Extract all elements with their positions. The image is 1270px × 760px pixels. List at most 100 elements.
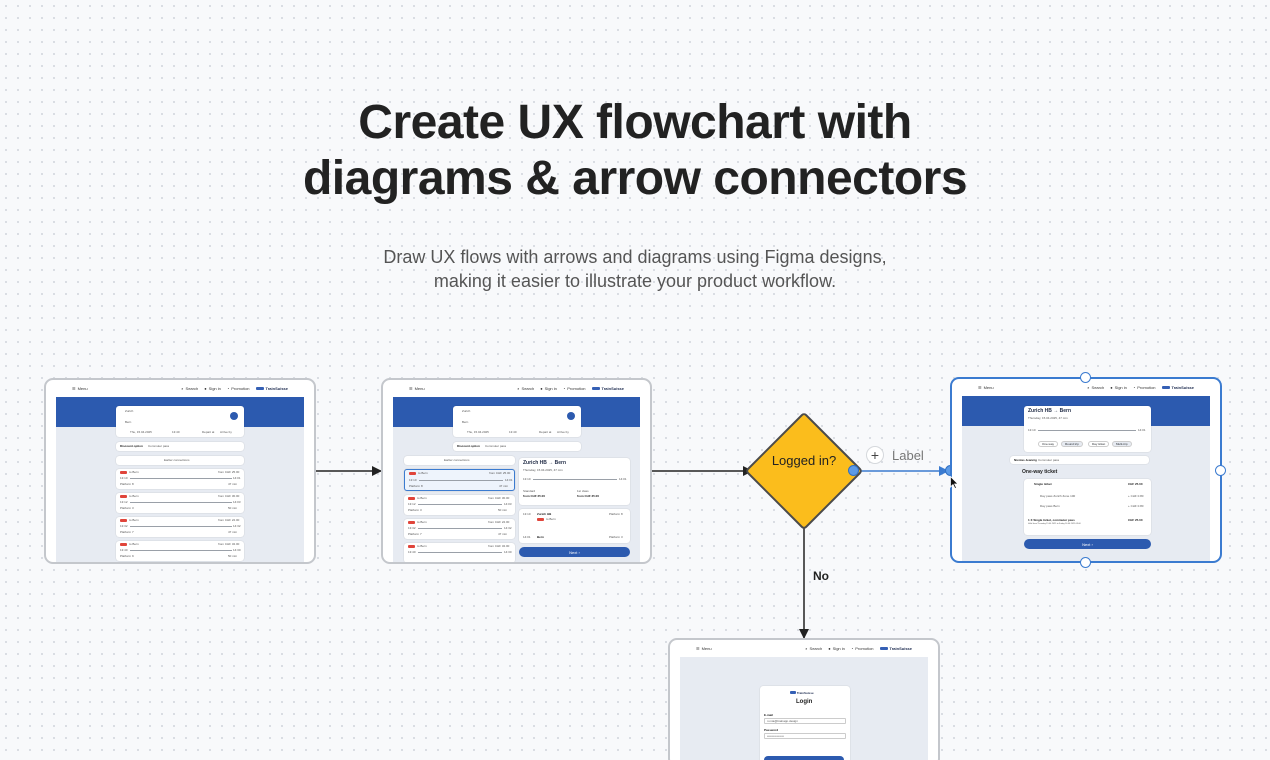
screen-login[interactable]: ☰ Menu ⌕ Search ● Sign in ◔ Promotion Tr… xyxy=(668,638,940,760)
menu-button[interactable]: ☰ Menu xyxy=(409,386,425,391)
promotion-link[interactable]: ◔ Promotion xyxy=(562,386,586,391)
single-ticket-radio[interactable]: Single ticket xyxy=(1034,482,1052,486)
connection-line xyxy=(418,528,502,529)
tab-day-ticket[interactable]: Day ticket xyxy=(1088,441,1110,447)
screen-search-results[interactable]: ☰ Menu ⌕ Search ● Sign in ◔ Promotion Tr… xyxy=(44,378,316,564)
connector-handle[interactable] xyxy=(848,465,859,476)
arrive-toggle[interactable]: Arrive by xyxy=(557,430,569,434)
login-heading: Login xyxy=(796,699,813,705)
signin-link[interactable]: ● Sign in xyxy=(204,386,221,391)
journey-legs-card: 13:10 Zurich HB Platform 8 to Bern 14:01… xyxy=(519,509,630,543)
search-card: Zurich Bern Thu, 15.04.2025 13:40 Depart… xyxy=(453,406,581,437)
menu-button[interactable]: ☰ Menu xyxy=(72,386,88,391)
option-day-pass-zurich[interactable]: Day pass Zurich Zone 100 xyxy=(1040,494,1076,498)
tab-round-trip[interactable]: Round trip xyxy=(1061,441,1083,447)
connection-duration: 50 min xyxy=(228,554,238,558)
email-label: E-mail xyxy=(764,713,774,717)
connection-dep: 13:32 xyxy=(408,526,416,530)
connection-card[interactable]: to Bern from CHF 25.00 13:10 14:01 Platf… xyxy=(116,469,244,489)
search-link[interactable]: ⌕ Search xyxy=(517,386,535,391)
password-field[interactable]: •••••••••••••••• xyxy=(764,733,846,739)
selection-handle-top[interactable] xyxy=(1080,372,1091,383)
total-price: CHF 25.00 xyxy=(1128,518,1143,522)
swap-button[interactable] xyxy=(567,412,575,420)
connection-card-selected[interactable]: to Bern from CHF 25.00 13:10 14:01 Platf… xyxy=(404,469,515,491)
train-icon xyxy=(790,691,796,694)
connection-card[interactable]: to Bern from CHF 22.00 13:32 14:32 Platf… xyxy=(404,519,515,539)
date-field[interactable]: Thu, 15.04.2025 xyxy=(467,430,489,434)
promotion-link[interactable]: ◔ Promotion xyxy=(1132,385,1156,390)
signin-link[interactable]: ● Sign in xyxy=(828,646,845,651)
connection-arr: 14:03 xyxy=(233,500,241,504)
connection-card[interactable]: to Bern from CHF 30.00 13:12 14:03 Platf… xyxy=(404,495,515,515)
menu-button[interactable]: ☰ Menu xyxy=(978,385,994,390)
train-badge xyxy=(120,471,127,474)
tab-multi-trip[interactable]: Multi-trip xyxy=(1112,441,1132,447)
connection-platform: Platform 8 xyxy=(120,482,134,486)
connection-card[interactable]: to Bern from CHF 22.00 13:32 14:32 Platf… xyxy=(116,517,244,537)
train-badge xyxy=(120,519,127,522)
connection-dest: to Bern xyxy=(417,496,427,500)
connection-dest: to Bern xyxy=(417,544,427,548)
earlier-label: Earlier connections xyxy=(164,458,190,462)
connection-card[interactable]: to Bern from CHF 30.00 13:12 14:03 Platf… xyxy=(116,493,244,513)
depart-toggle[interactable]: Depart at xyxy=(202,430,215,434)
decision-diamond[interactable] xyxy=(744,411,864,531)
search-link[interactable]: ⌕ Search xyxy=(1087,385,1105,390)
connection-card[interactable]: to Bern from CHF 32.00 13:40 14:30 xyxy=(404,543,515,562)
add-label-button[interactable]: + xyxy=(866,446,884,464)
login-button[interactable] xyxy=(764,756,844,760)
traveller-row[interactable]: Nicolas Jeannig Commuter pass xyxy=(1010,456,1149,464)
selection-handle-bottom[interactable] xyxy=(1080,557,1091,568)
earlier-connections-button[interactable]: Earlier connections xyxy=(116,456,244,465)
connection-dest: to Bern xyxy=(129,542,139,546)
connection-platform: Platform 9 xyxy=(120,554,134,558)
depart-toggle[interactable]: Depart at xyxy=(539,430,552,434)
next-button[interactable]: Next › xyxy=(519,547,630,557)
connection-price: from CHF 22.00 xyxy=(488,520,510,524)
standard-price[interactable]: from CHF 25.00 xyxy=(523,494,546,498)
signin-link[interactable]: ● Sign in xyxy=(540,386,557,391)
earlier-connections-button[interactable]: Earlier connections xyxy=(404,456,515,465)
tab-one-way[interactable]: One-way xyxy=(1038,441,1059,447)
screen-connection-detail[interactable]: ☰ Menu ⌕ Search ● Sign in ◔ Promotion Tr… xyxy=(381,378,652,564)
screen-ticket-selection[interactable]: ☰ Menu ⌕ Search ● Sign in ◔ Promotion Tr… xyxy=(950,377,1222,563)
arrive-toggle[interactable]: Arrive by xyxy=(220,430,232,434)
connection-card[interactable]: to Bern from CHF 32.00 13:40 14:30 Platf… xyxy=(116,541,244,561)
promotion-link[interactable]: ◔ Promotion xyxy=(850,646,874,651)
option-day-pass-bern[interactable]: Day pass Bern xyxy=(1040,504,1060,508)
swap-button[interactable] xyxy=(230,412,238,420)
promotion-link[interactable]: ◔ Promotion xyxy=(226,386,250,391)
menu-button[interactable]: ☰ Menu xyxy=(696,646,712,651)
selection-handle-right[interactable] xyxy=(1215,465,1226,476)
leg-platform-b: Platform 3 xyxy=(609,535,623,539)
discount-row[interactable]: Discount option Commuter pass xyxy=(453,442,581,451)
discount-value: Commuter pass xyxy=(485,444,507,448)
single-ticket-price: CHF 25.00 xyxy=(1128,482,1143,486)
connector-label[interactable]: Label xyxy=(892,448,924,463)
branch-label-no: No xyxy=(813,569,829,583)
next-button[interactable]: Next › xyxy=(1024,539,1151,549)
search-link[interactable]: ⌕ Search xyxy=(805,646,823,651)
discount-row[interactable]: Discount option Commuter pass xyxy=(116,442,244,451)
signin-link[interactable]: ● Sign in xyxy=(1110,385,1127,390)
detail-title: Zurich HB → Bern xyxy=(523,460,567,466)
email-field[interactable]: n.mia@trainapp.design xyxy=(764,718,846,724)
to-field[interactable]: Bern xyxy=(462,420,469,424)
password-value: •••••••••••••••• xyxy=(767,734,784,738)
first-class-price[interactable]: from CHF 35.00 xyxy=(577,494,600,498)
date-field[interactable]: Thu, 15.04.2025 xyxy=(130,430,152,434)
search-link[interactable]: ⌕ Search xyxy=(181,386,199,391)
from-field[interactable]: Zurich xyxy=(125,409,134,413)
leg-from: Zurich HB xyxy=(537,512,552,516)
hero-title-line-2: diagrams & arrow connectors xyxy=(302,152,968,205)
from-field[interactable]: Zurich xyxy=(462,409,471,413)
time-field[interactable]: 13:40 xyxy=(509,430,517,434)
time-field[interactable]: 13:40 xyxy=(172,430,180,434)
login-brand: TrainSuisse xyxy=(790,691,814,695)
train-badge xyxy=(408,545,415,548)
connection-arr: 14:32 xyxy=(504,526,512,530)
brand-logo: TrainSuisse xyxy=(591,386,624,391)
to-field[interactable]: Bern xyxy=(125,420,132,424)
connection-line xyxy=(418,504,502,505)
